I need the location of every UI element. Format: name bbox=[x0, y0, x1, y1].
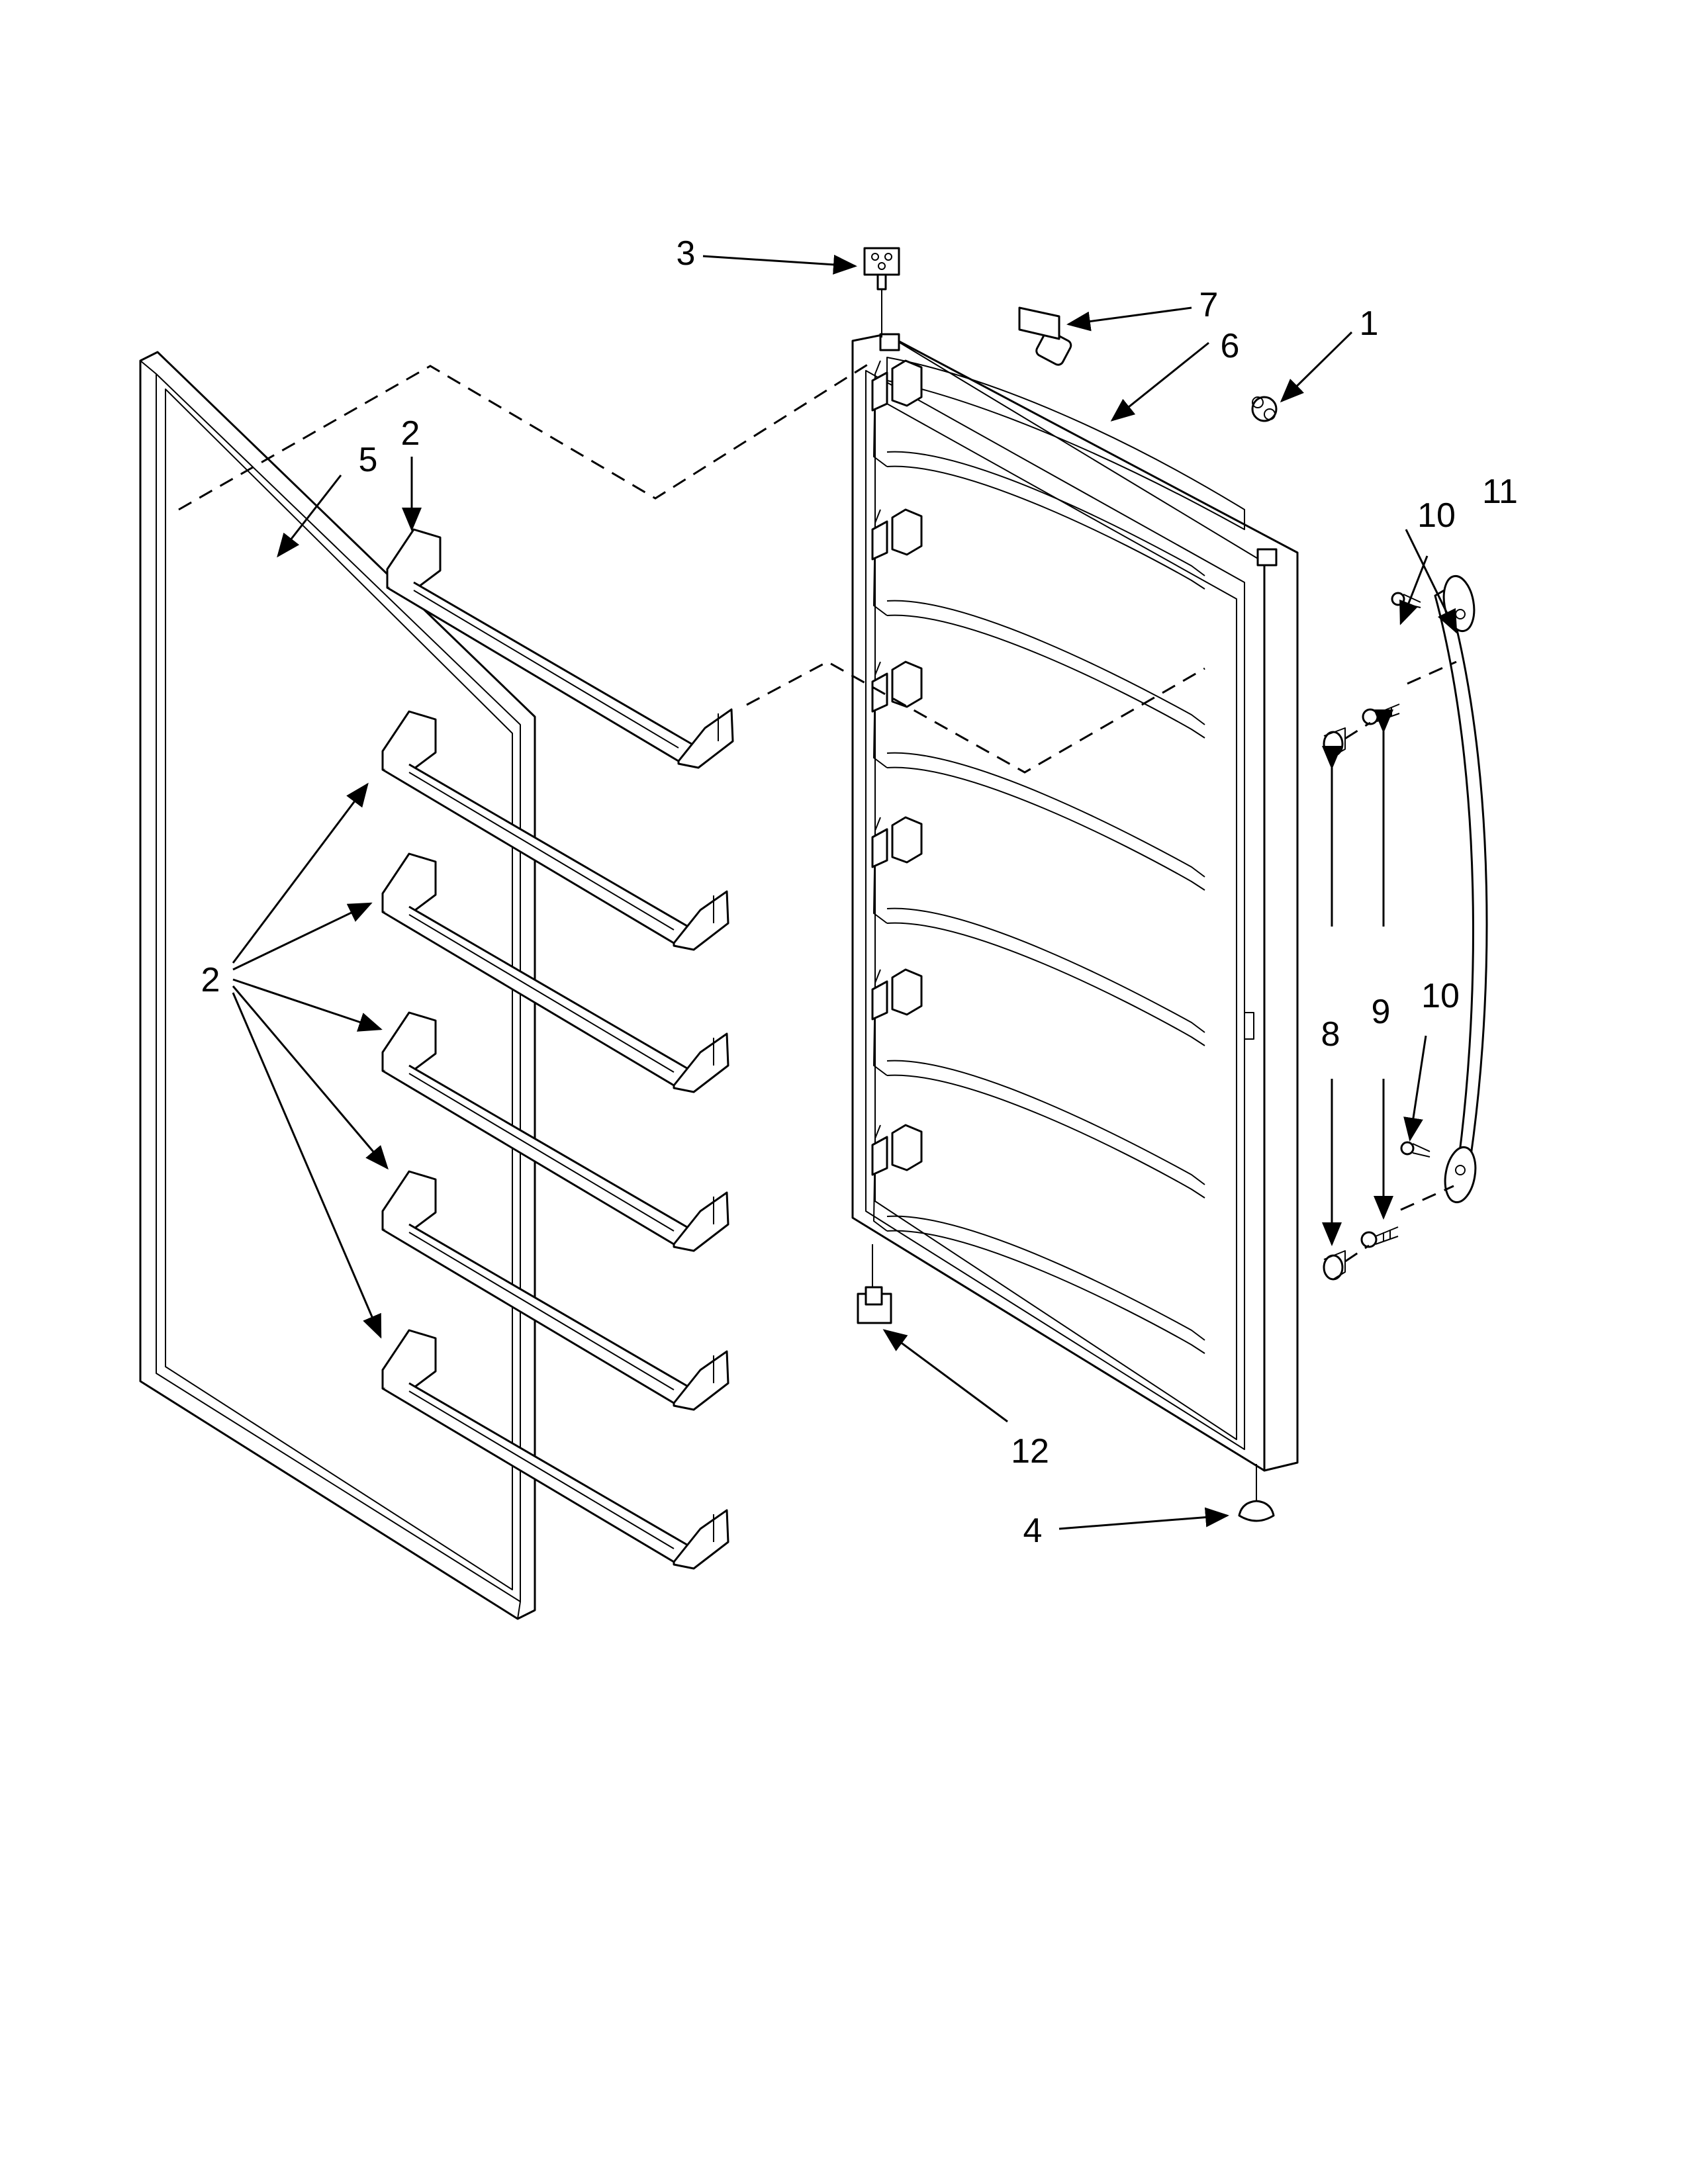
bottom-hinge bbox=[857, 1244, 892, 1324]
shelf-retainer bbox=[871, 816, 1205, 1046]
assembly-guide-lines bbox=[178, 359, 1457, 1263]
top-hinge bbox=[863, 247, 900, 338]
callout-8: 8 bbox=[1321, 1015, 1340, 1054]
handle-spacer-top bbox=[1323, 727, 1346, 757]
callout-12: 12 bbox=[1011, 1432, 1049, 1471]
door-plug-1 bbox=[1251, 396, 1278, 422]
door-bin bbox=[381, 852, 729, 1093]
callout-5: 5 bbox=[359, 441, 378, 479]
callout-3: 3 bbox=[677, 234, 696, 273]
shelf-retainer bbox=[871, 508, 1205, 739]
callout-leaders bbox=[232, 254, 1458, 1530]
shelf-retainer bbox=[871, 968, 1205, 1199]
door-handle bbox=[1434, 574, 1488, 1204]
callout-labels: 1 2 2 3 4 5 6 7 8 9 10 10 11 12 bbox=[201, 234, 1518, 1550]
callout-11: 11 bbox=[1482, 473, 1518, 511]
door-bins bbox=[381, 528, 734, 1570]
door-bin bbox=[386, 528, 734, 769]
callout-2-top: 2 bbox=[401, 414, 420, 453]
callout-6: 6 bbox=[1221, 327, 1240, 365]
callout-10-top: 10 bbox=[1417, 496, 1456, 535]
handle-screw-bottom bbox=[1360, 1226, 1399, 1248]
callout-7: 7 bbox=[1199, 286, 1219, 324]
door-bin bbox=[381, 710, 729, 951]
door-assembly bbox=[851, 330, 1299, 1472]
shelf-retainer bbox=[871, 359, 1205, 590]
door-label-plate bbox=[1018, 306, 1060, 340]
shelf-retainer bbox=[871, 1124, 1205, 1354]
callout-10-bottom: 10 bbox=[1421, 977, 1460, 1015]
door-gasket bbox=[139, 351, 536, 1620]
handle-screw-top bbox=[1362, 704, 1400, 725]
door-shelf-retainers bbox=[871, 359, 1205, 1354]
door-bin bbox=[381, 1011, 729, 1252]
handle-spacer-bottom bbox=[1323, 1250, 1346, 1281]
door-bin bbox=[381, 1329, 729, 1570]
callout-2-left: 2 bbox=[201, 961, 220, 999]
set-screw-bottom bbox=[1400, 1141, 1430, 1158]
callout-4: 4 bbox=[1023, 1512, 1043, 1550]
callout-9: 9 bbox=[1372, 993, 1391, 1031]
door-bin bbox=[381, 1170, 729, 1411]
shelf-retainer bbox=[871, 660, 1205, 891]
set-screw-top bbox=[1391, 592, 1421, 608]
callout-1: 1 bbox=[1360, 304, 1379, 343]
door-plug-4 bbox=[1238, 1464, 1275, 1522]
